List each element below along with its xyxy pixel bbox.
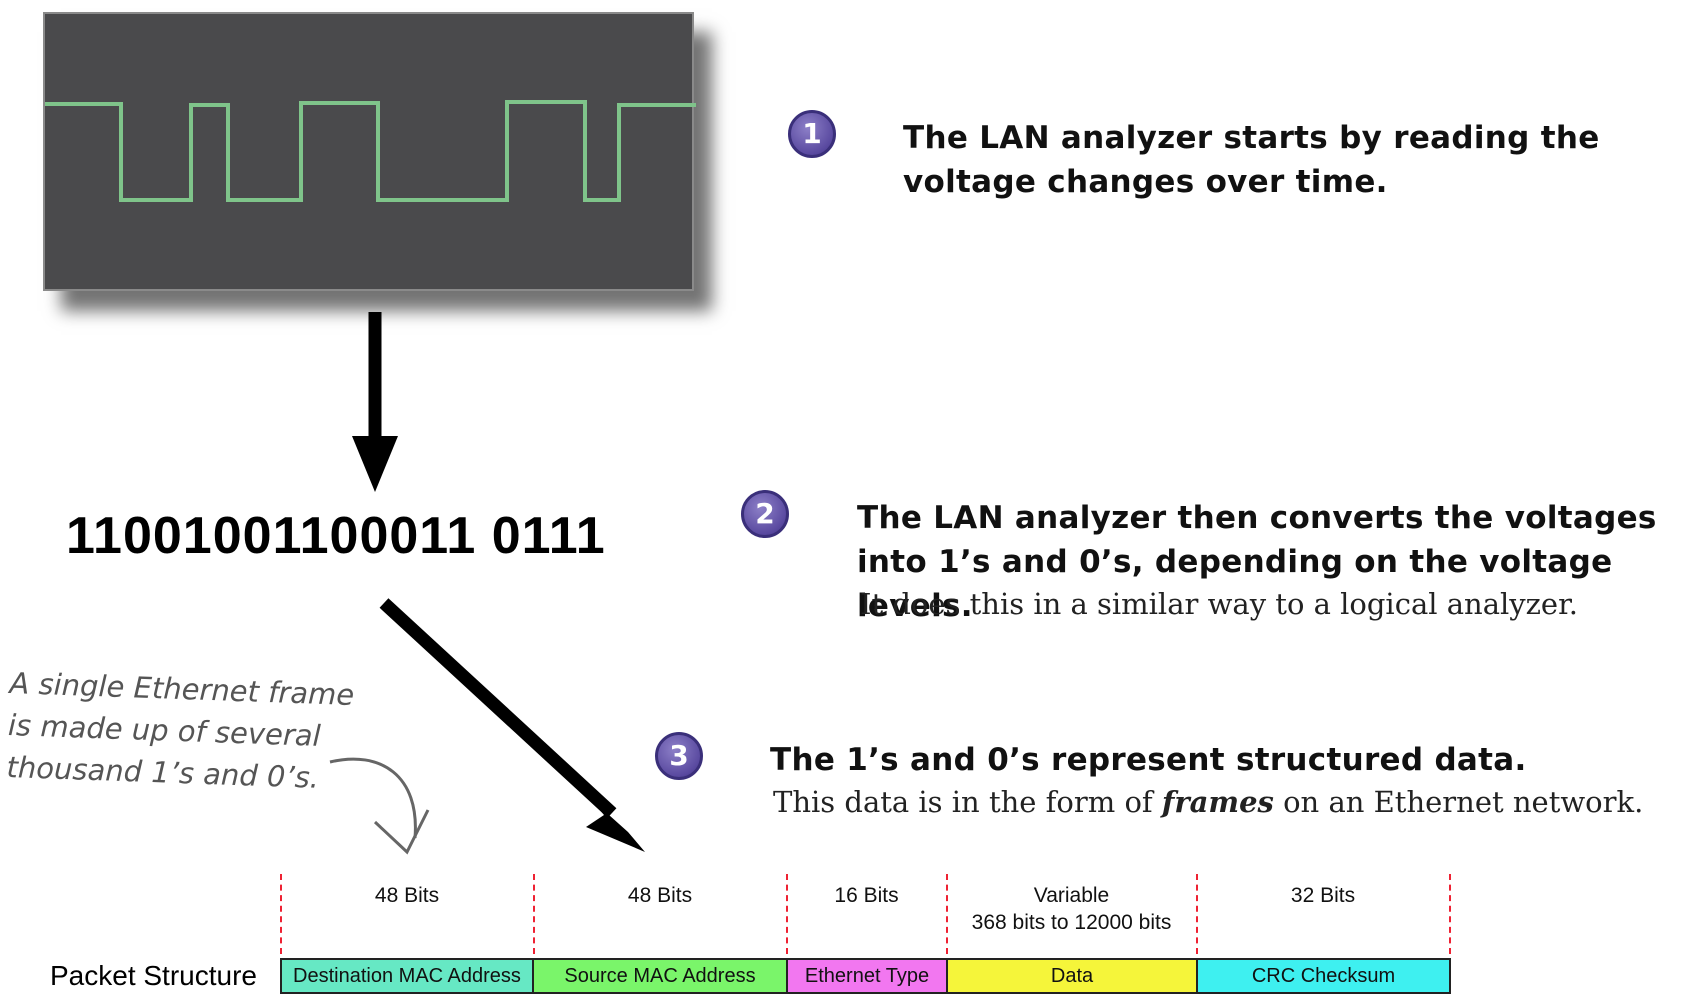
step-1-text: The LAN analyzer starts by reading the v… bbox=[903, 120, 1600, 200]
arrow-down-head bbox=[352, 436, 398, 492]
field-size-data: Variable 368 bits to 12000 bits bbox=[947, 882, 1196, 936]
step-2-text: The LAN analyzer then converts the volta… bbox=[857, 500, 1657, 624]
binary-string: 11001001100011 0111 bbox=[66, 507, 606, 565]
field-size-range: 368 bits to 12000 bits bbox=[971, 911, 1172, 934]
step-3-detail-before: This data is in the form of bbox=[773, 785, 1162, 819]
step-badge-1: 1 bbox=[788, 110, 836, 158]
arrow-diagonal-head bbox=[586, 798, 645, 852]
field-data: Data bbox=[946, 958, 1198, 994]
note-arrow-head bbox=[373, 809, 430, 855]
frames-emphasis: frames bbox=[1161, 785, 1274, 819]
step-badge-3: 3 bbox=[655, 732, 703, 780]
note-curved-arrow bbox=[329, 757, 417, 839]
field-size-label: Variable bbox=[1033, 884, 1110, 907]
field-divider bbox=[280, 874, 282, 954]
field-source-mac: Source MAC Address bbox=[532, 958, 788, 994]
field-size-label: 48 Bits bbox=[627, 884, 693, 907]
handwritten-note: A single Ethernet frame is made up of se… bbox=[6, 662, 355, 800]
field-size-label: 16 Bits bbox=[834, 884, 899, 907]
field-divider bbox=[946, 874, 948, 954]
field-size-source: 48 Bits bbox=[534, 882, 786, 909]
field-divider bbox=[786, 874, 788, 954]
step-3-text: The 1’s and 0’s represent structured dat… bbox=[770, 742, 1527, 778]
field-crc-checksum: CRC Checksum bbox=[1196, 958, 1451, 994]
field-size-label: 48 Bits bbox=[374, 884, 440, 907]
step-2-detail: It does this in a similar way to a logic… bbox=[860, 587, 1578, 621]
step-3-detail: This data is in the form of frames on an… bbox=[773, 782, 1693, 822]
field-divider bbox=[533, 874, 535, 954]
voltage-waveform bbox=[45, 100, 696, 202]
field-divider bbox=[1449, 874, 1451, 954]
field-destination-mac: Destination MAC Address bbox=[280, 958, 534, 994]
field-size-destination: 48 Bits bbox=[281, 882, 533, 909]
oscilloscope-display bbox=[43, 12, 696, 291]
field-size-label: 32 Bits bbox=[1290, 884, 1356, 907]
step-badge-2: 2 bbox=[741, 490, 789, 538]
step-3-detail-after: on an Ethernet network. bbox=[1273, 785, 1644, 819]
field-divider bbox=[1196, 874, 1198, 954]
arrow-diagonal-shaft bbox=[379, 598, 617, 818]
field-size-type: 16 Bits bbox=[787, 882, 946, 909]
field-ethernet-type: Ethernet Type bbox=[786, 958, 948, 994]
packet-structure-label: Packet Structure bbox=[50, 960, 257, 991]
field-size-crc: 32 Bits bbox=[1197, 882, 1449, 909]
